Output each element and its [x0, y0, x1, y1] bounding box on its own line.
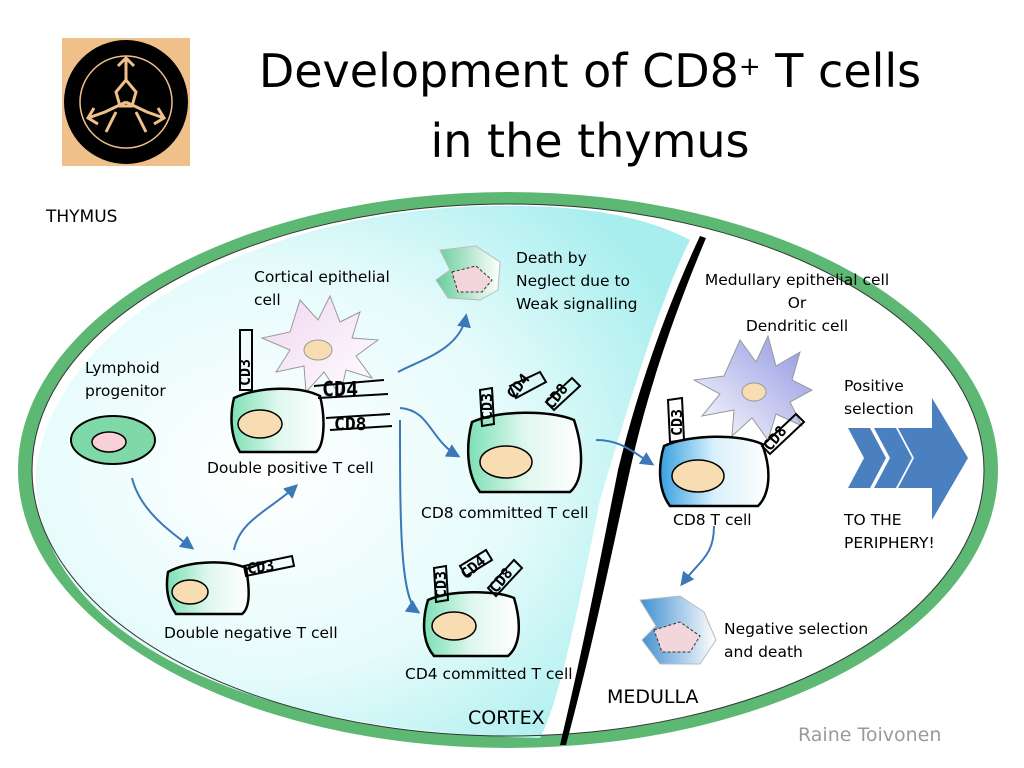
double-negative-cell	[165, 561, 267, 616]
title-line1-post: T cells	[760, 44, 922, 98]
label-death-neglect-line1: Death by	[516, 249, 587, 267]
label-positive-selection-line2: selection	[844, 400, 914, 418]
label-death-neglect-line2: Neglect due to	[516, 272, 631, 290]
label-positive-selection: Positive selection	[844, 375, 914, 421]
receptor-cd8-dp: CD8	[334, 414, 367, 435]
label-double-positive: Double positive T cell	[207, 459, 374, 477]
author-credit: Raine Toivonen	[798, 724, 942, 746]
receptor-sketches	[239, 329, 806, 604]
label-death-neglect: Death by Neglect due to Weak signalling	[516, 247, 637, 316]
receptor-cd3-dp: CD3	[236, 359, 254, 386]
cd4-committed-cell	[422, 591, 520, 658]
receptor-cd4-dp: CD4	[322, 377, 358, 401]
label-negative-selection-line2: and death	[724, 643, 803, 661]
label-lymphoid-line1: Lymphoid	[85, 359, 160, 377]
label-cortical-epithelial: Cortical epithelial cell	[254, 266, 390, 312]
receptor-cd3-cd4c: CD3	[432, 571, 450, 598]
label-double-negative: Double negative T cell	[164, 624, 338, 642]
receptor-cd3-cd8t: CD3	[668, 409, 686, 436]
label-cortical-epithelial-line1: Cortical epithelial	[254, 268, 390, 286]
label-medulla: MEDULLA	[607, 686, 699, 708]
label-medullary-line3: Dendritic cell	[745, 317, 849, 335]
society-logo	[62, 38, 190, 166]
label-medullary-line1: Medullary epithelial cell	[704, 271, 890, 289]
cd8-committed-cell	[467, 411, 583, 494]
periphery-arrow	[848, 398, 968, 520]
label-negative-selection-line1: Negative selection	[724, 620, 869, 638]
lymphoid-progenitor-cell	[70, 415, 156, 465]
label-lymphoid-line2: progenitor	[85, 382, 166, 400]
label-medullary-line2: Or	[787, 294, 807, 312]
label-cortical-epithelial-line2: cell	[254, 291, 281, 309]
corticomedullary-boundary	[560, 236, 706, 745]
title-superscript: +	[738, 52, 761, 82]
slide-title: Development of CD8+ T cells in the thymu…	[200, 36, 980, 176]
receptor-cd3-cd8c: CD3	[478, 393, 496, 420]
label-cd8-t-cell: CD8 T cell	[673, 511, 752, 529]
label-cd4-committed: CD4 committed T cell	[405, 665, 573, 683]
label-periphery-line1: TO THE	[844, 511, 902, 529]
process-arrows	[131, 313, 715, 614]
label-cortex: CORTEX	[468, 707, 545, 729]
double-positive-cell	[230, 387, 325, 454]
label-negative-selection: Negative selection and death	[724, 618, 868, 664]
label-periphery: TO THE PERIPHERY!	[844, 509, 935, 555]
label-death-neglect-line3: Weak signalling	[516, 295, 638, 313]
label-thymus: THYMUS	[46, 207, 118, 227]
label-lymphoid: Lymphoid progenitor	[85, 357, 166, 403]
cd8-t-cell	[658, 435, 770, 508]
receptor-cd3-dn: CD3	[246, 556, 275, 578]
title-line1-pre: Development of CD8	[258, 44, 739, 98]
label-medullary: Medullary epithelial cell Or Dendritic c…	[692, 269, 902, 338]
title-line2: in the thymus	[430, 114, 750, 168]
label-positive-selection-line1: Positive	[844, 377, 904, 395]
label-cd8-committed: CD8 committed T cell	[421, 504, 589, 522]
label-periphery-line2: PERIPHERY!	[844, 534, 935, 552]
